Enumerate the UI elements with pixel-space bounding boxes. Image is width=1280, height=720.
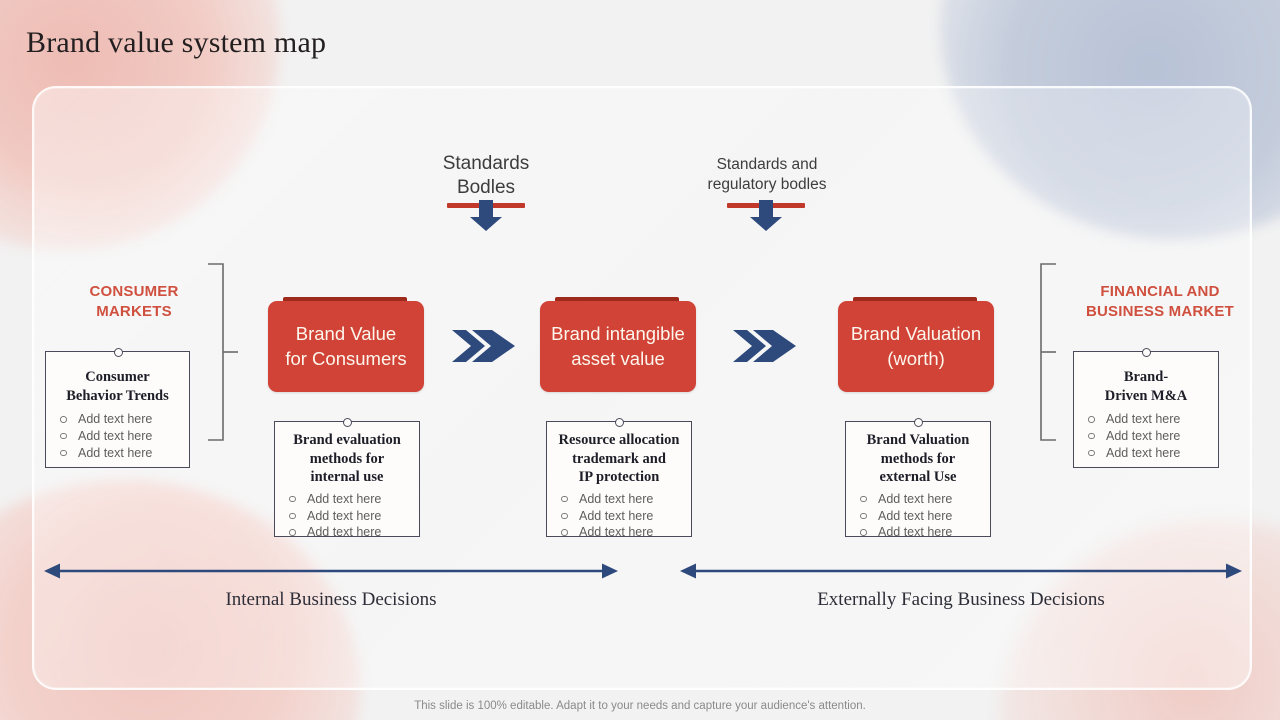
list-item: Add text here	[1086, 429, 1218, 443]
card-resource-allocation-trademark-ip[interactable]: Resource allocation trademark and IP pro…	[546, 418, 692, 540]
process-box-brand-intangible-asset-value[interactable]: Brand intangible asset value	[540, 301, 696, 392]
list-item: Add text here	[287, 509, 419, 523]
list-item: Add text here	[58, 412, 189, 426]
brand-driven-ma-heading-2: Driven M&A	[1104, 387, 1188, 404]
section-label-consumer-markets: CONSUMER MARKETS	[52, 282, 216, 321]
brand-evaluation-heading-1: Brand evaluation	[293, 432, 401, 448]
list-item: Add text here	[858, 525, 990, 539]
list-item: Add text here	[58, 446, 189, 460]
list-item: Add text here	[1086, 446, 1218, 460]
brand-valuation-methods-heading-2: methods for	[880, 450, 956, 467]
brand-evaluation-heading-3: internal use	[310, 469, 384, 486]
card-node-brand-evaluation-methods-internal	[343, 418, 352, 427]
list-item: Add text here	[1086, 412, 1218, 426]
list-item: Add text here	[858, 492, 990, 506]
axis-arrow-externally-facing-business-decisions	[680, 563, 1242, 579]
brand-evaluation-list: Add text here Add text here Add text her…	[275, 492, 419, 540]
resource-allocation-heading-2: trademark and	[572, 450, 666, 467]
brand-driven-ma-list: Add text here Add text here Add text her…	[1074, 412, 1218, 460]
standards-bodies-left-down-arrow-icon	[470, 200, 502, 231]
consumer-behavior-trends-heading-2: Behavior Trends	[66, 387, 169, 404]
standards-bodies-right-label: Standards and regulatory bodles	[686, 155, 848, 195]
card-node-resource-allocation	[615, 418, 624, 427]
axis-arrow-internal-business-decisions	[44, 563, 618, 579]
axis-caption-internal-business-decisions: Internal Business Decisions	[225, 589, 437, 610]
brand-evaluation-heading-2: methods for	[309, 450, 385, 467]
page-title: Brand value system map	[26, 26, 327, 59]
brand-value-for-consumers-line-2: for Consumers	[285, 347, 407, 369]
brand-valuation-worth-cap	[853, 297, 977, 303]
list-item: Add text here	[287, 525, 419, 539]
bracket-financial-market	[1040, 263, 1056, 441]
process-box-brand-valuation-worth[interactable]: Brand Valuation (worth)	[838, 301, 994, 392]
standards-bodies-left-line-2: Bodles	[456, 177, 516, 199]
card-brand-valuation-methods-external[interactable]: Brand Valuation methods for external Use…	[845, 418, 991, 540]
section-label-financial-and-business-market: FINANCIAL AND BUSINESS MARKET	[1068, 282, 1252, 321]
card-node-consumer-behavior-trends	[113, 348, 123, 357]
bracket-consumer-markets	[208, 263, 238, 441]
brand-valuation-worth-line-1: Brand Valuation	[850, 323, 982, 345]
list-item: Add text here	[287, 492, 419, 506]
brand-driven-ma-heading-1: Brand-	[1123, 369, 1169, 385]
card-brand-driven-ma[interactable]: Brand- Driven M&A Add text here Add text…	[1073, 348, 1219, 468]
brand-valuation-methods-heading-1: Brand Valuation	[866, 432, 970, 448]
brand-valuation-worth-line-2: (worth)	[887, 347, 945, 369]
consumer-behavior-trends-list: Add text here Add text here Add text her…	[46, 412, 189, 460]
card-node-brand-driven-ma	[1142, 348, 1151, 357]
resource-allocation-list: Add text here Add text here Add text her…	[547, 492, 691, 540]
list-item: Add text here	[559, 509, 691, 523]
standards-bodies-right-line-2: regulatory bodles	[707, 175, 827, 193]
brand-valuation-methods-heading-3: external Use	[879, 469, 957, 486]
financial-market-line-1: FINANCIAL AND	[1100, 283, 1220, 300]
list-item: Add text here	[58, 429, 189, 443]
card-brand-evaluation-methods-internal[interactable]: Brand evaluation methods for internal us…	[274, 418, 420, 540]
arrow-right-icon-1	[452, 330, 515, 362]
arrow-right-icon-2	[733, 330, 796, 362]
list-item: Add text here	[858, 509, 990, 523]
card-node-brand-valuation-methods-external	[914, 418, 923, 427]
list-item: Add text here	[559, 525, 691, 539]
footer-note: This slide is 100% editable. Adapt it to…	[414, 700, 866, 712]
standards-bodies-right-down-arrow-icon	[750, 200, 782, 231]
consumer-behavior-trends-heading-1: Consumer	[85, 369, 150, 385]
axis-caption-externally-facing-business-decisions: Externally Facing Business Decisions	[817, 589, 1105, 610]
resource-allocation-heading-1: Resource allocation	[558, 432, 680, 448]
consumer-markets-line-2: MARKETS	[96, 302, 172, 320]
financial-market-line-2: BUSINESS MARKET	[1085, 302, 1234, 320]
brand-valuation-methods-list: Add text here Add text here Add text her…	[846, 492, 990, 540]
card-consumer-behavior-trends[interactable]: Consumer Behavior Trends Add text here A…	[45, 348, 190, 468]
brand-value-for-consumers-line-1: Brand Value	[295, 323, 397, 345]
process-box-brand-value-for-consumers[interactable]: Brand Value for Consumers	[268, 301, 424, 392]
list-item: Add text here	[559, 492, 691, 506]
brand-intangible-asset-value-line-2: asset value	[571, 347, 665, 369]
standards-bodies-left-label: Standards Bodles	[406, 152, 566, 201]
brand-intangible-asset-value-cap	[555, 297, 679, 303]
brand-value-for-consumers-cap	[283, 297, 407, 303]
standards-bodies-left-line-1: Standards	[442, 153, 530, 174]
consumer-markets-line-1: CONSUMER	[89, 283, 179, 300]
standards-bodies-right-line-1: Standards and	[716, 156, 818, 173]
resource-allocation-heading-3: IP protection	[578, 469, 660, 486]
brand-intangible-asset-value-line-1: Brand intangible	[551, 323, 685, 345]
